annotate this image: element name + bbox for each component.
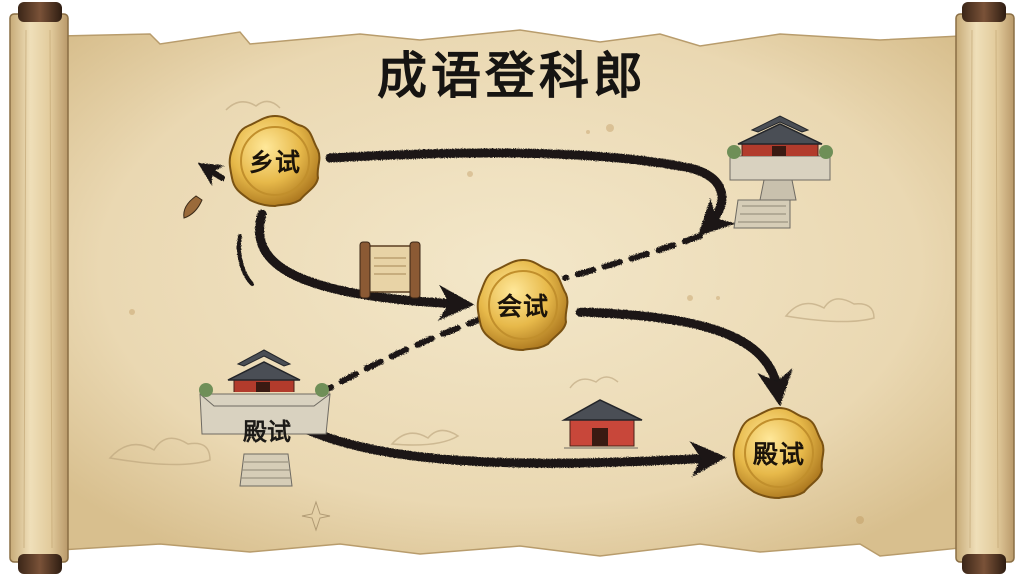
gold-seal-icon [228,114,321,208]
top-right-palace-icon [727,115,833,229]
stage-node-huishi[interactable]: 会试 [474,256,572,354]
stage-node-dianshi[interactable]: 殿试 [730,404,828,502]
gold-seal-icon [476,258,569,352]
compass-icon [301,500,331,532]
house-icon [561,399,643,449]
stage-node-xiangshi[interactable]: 乡试 [226,112,324,210]
leaf-icon [183,195,203,219]
ink-path [197,148,793,478]
stage-label-huishi: 会试 [496,292,549,321]
right-scroll-roller [955,2,1015,574]
scroll-icon [359,241,421,299]
gold-seal-icon [732,406,825,500]
stage-label-dianshi: 殿试 [752,440,805,469]
stage-label-xiangshi: 乡试 [248,148,301,177]
game-title: 成语登科郎 [377,46,647,105]
left-scroll-roller [9,2,69,574]
imperial-palace-icon [199,349,331,487]
palace-label[interactable]: 殿试 [243,418,291,446]
